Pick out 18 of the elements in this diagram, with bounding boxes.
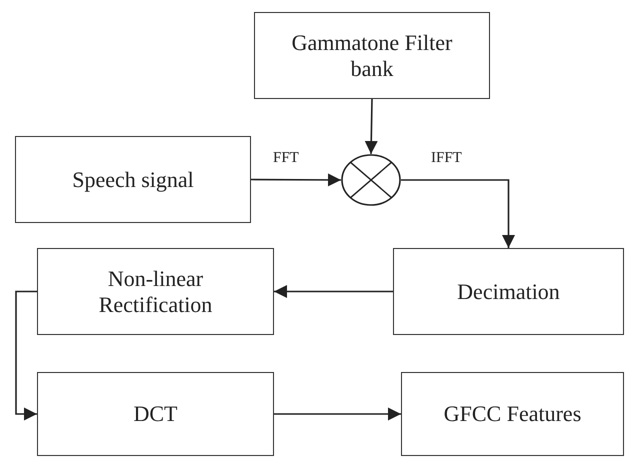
process-box [393,248,624,335]
box-label: GFCC Features [444,401,582,427]
process-box [254,12,490,99]
box-label: Non-linear Rectification [98,266,214,317]
arrow [251,173,341,186]
box-label: Decimation [457,278,560,304]
process-box [15,136,251,223]
process-box [37,372,274,456]
arrow [15,290,37,420]
arrow [274,408,401,420]
arrow [274,285,393,298]
process-box [401,372,624,456]
box-label: Speech signal [72,166,194,192]
box-label: Gammatone Filter bank [290,30,454,81]
process-box [37,248,274,335]
arrow [364,98,378,154]
box-label: DCT [134,401,178,427]
arrow [401,179,515,248]
